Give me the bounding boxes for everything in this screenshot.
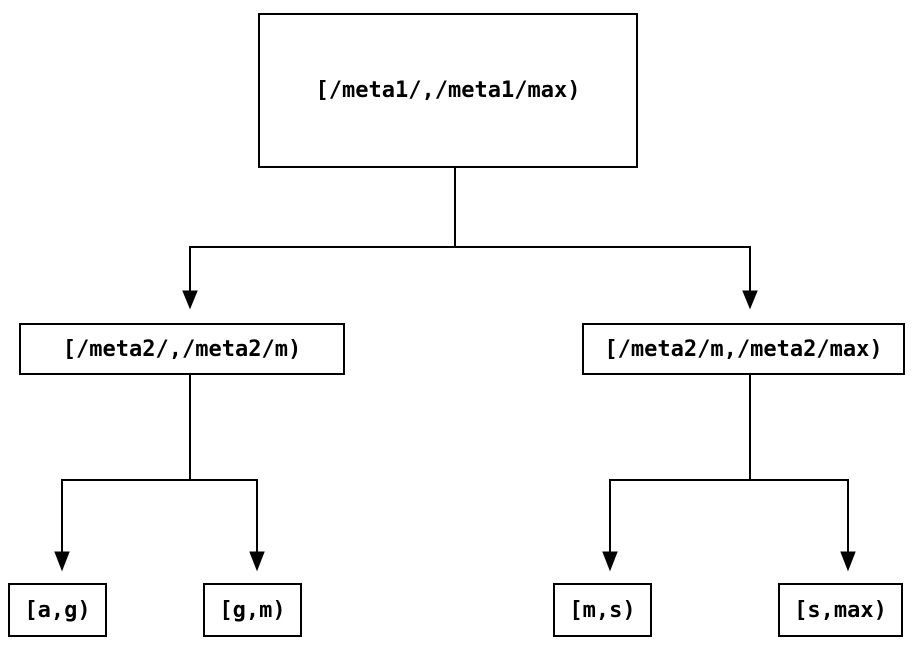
- tree-node-right-label: [/meta2/m,/meta2/max): [604, 336, 883, 362]
- arrowhead-icon: [54, 551, 70, 572]
- tree-node-left-label: [/meta2/,/meta2/m): [62, 336, 302, 362]
- tree-node-left-right-label: [g,m): [219, 597, 286, 623]
- tree-node-left-left-label: [a,g): [24, 597, 91, 623]
- arrowhead-icon: [742, 290, 758, 310]
- edge-root-to-right: [454, 168, 758, 310]
- edge-right-to-right-right: [749, 375, 856, 572]
- edge-left-to-left-left: [54, 375, 191, 572]
- arrowhead-icon: [182, 290, 198, 310]
- edge-left-to-left-right: [189, 375, 265, 572]
- arrowhead-icon: [840, 551, 856, 572]
- tree-node-right-right-label: [s,max): [794, 597, 887, 623]
- tree-node-right-left: [m,s): [553, 583, 652, 637]
- tree-node-left-right: [g,m): [203, 583, 302, 637]
- tree-node-right: [/meta2/m,/meta2/max): [582, 323, 905, 375]
- arrowhead-icon: [602, 551, 618, 572]
- tree-node-left: [/meta2/,/meta2/m): [19, 323, 345, 375]
- tree-node-left-left: [a,g): [8, 583, 107, 637]
- tree-node-right-left-label: [m,s): [569, 597, 636, 623]
- edge-root-to-left: [182, 168, 456, 310]
- arrowhead-icon: [249, 551, 265, 572]
- edge-right-to-right-left: [602, 375, 751, 572]
- tree-node-root: [/meta1/,/meta1/max): [258, 13, 638, 168]
- tree-node-right-right: [s,max): [778, 583, 903, 637]
- tree-node-root-label: [/meta1/,/meta1/max): [315, 78, 581, 103]
